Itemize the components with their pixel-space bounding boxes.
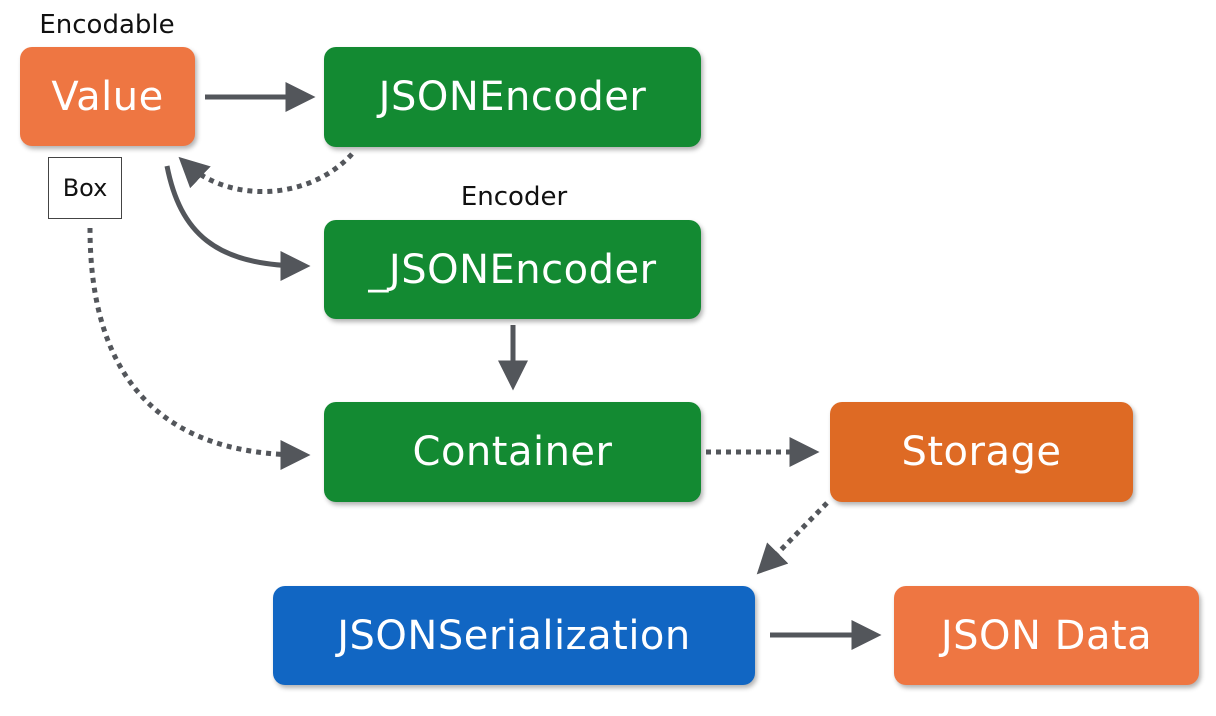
edge-box-to-container xyxy=(87,227,311,470)
value-node: Value xyxy=(20,47,195,146)
jsonencoder-node: JSONEncoder xyxy=(324,47,701,147)
jsonserialization-node: JSONSerialization xyxy=(273,586,755,685)
edge-jsonencoder-to-value xyxy=(178,152,354,195)
edge-storage-to-jsonserialization xyxy=(756,501,829,575)
private-jsonencoder-node: _JSONEncoder xyxy=(324,220,701,319)
json-data-node: JSON Data xyxy=(894,586,1199,685)
encoder-caption: Encoder xyxy=(460,182,568,212)
container-node: Container xyxy=(324,402,701,502)
edge-value-to-jsonencoder-private xyxy=(164,165,311,281)
storage-node: Storage xyxy=(830,402,1133,502)
encodable-caption: Encodable xyxy=(39,10,175,40)
box-label: Box xyxy=(48,157,122,219)
